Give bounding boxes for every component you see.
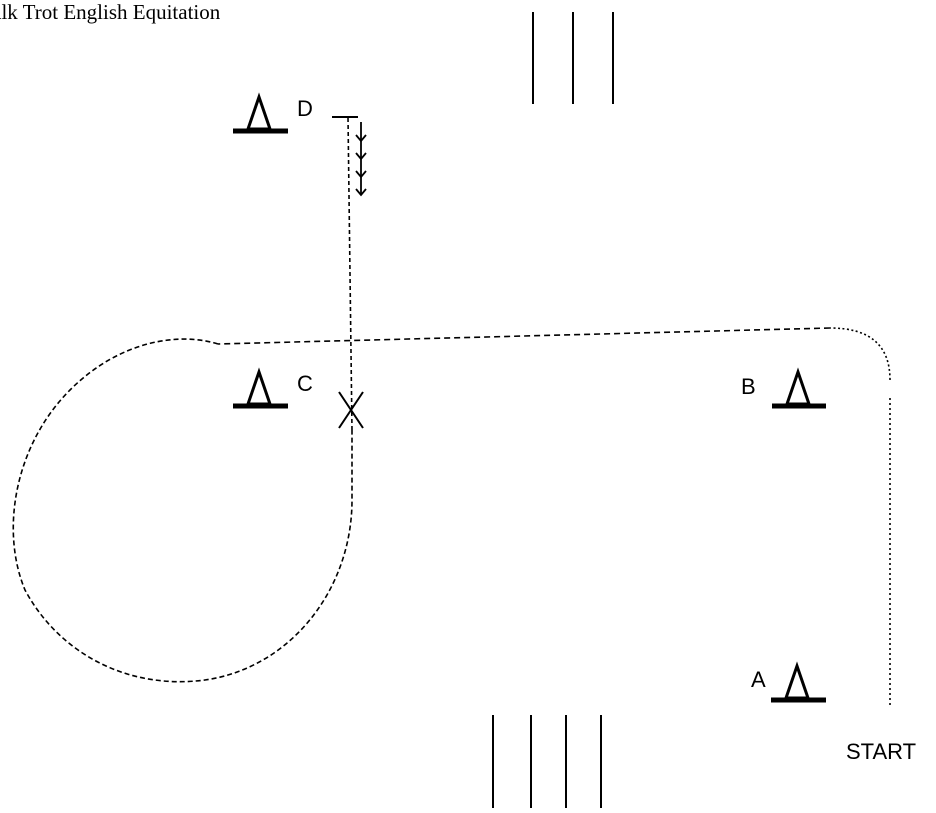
start-label: START bbox=[846, 739, 917, 764]
route-center-leg bbox=[347, 116, 353, 431]
backup-arrows bbox=[355, 122, 367, 197]
x-mark-icon bbox=[338, 391, 364, 429]
down-arrow-icon bbox=[355, 176, 367, 197]
top-poles bbox=[532, 12, 614, 104]
cone-triangle-icon bbox=[772, 367, 826, 409]
cone-triangle-icon bbox=[771, 661, 826, 703]
marker-label-c: C bbox=[297, 371, 313, 396]
marker-label-d: D bbox=[297, 96, 313, 121]
down-arrow-icon bbox=[355, 140, 367, 161]
down-arrow-icon bbox=[355, 122, 367, 143]
route-path bbox=[12, 116, 891, 705]
route-top-leg bbox=[217, 327, 831, 345]
pattern-title: Walk Trot English Equitation bbox=[0, 0, 221, 24]
route-corner bbox=[829, 327, 891, 381]
down-arrow-icon bbox=[355, 158, 367, 179]
route-circle bbox=[12, 338, 353, 683]
marker-label-b: B bbox=[741, 374, 756, 399]
cone-triangle-icon bbox=[233, 367, 288, 409]
bottom-poles bbox=[492, 715, 602, 808]
cone-triangle-icon bbox=[233, 92, 288, 134]
marker-label-a: A bbox=[751, 667, 766, 692]
